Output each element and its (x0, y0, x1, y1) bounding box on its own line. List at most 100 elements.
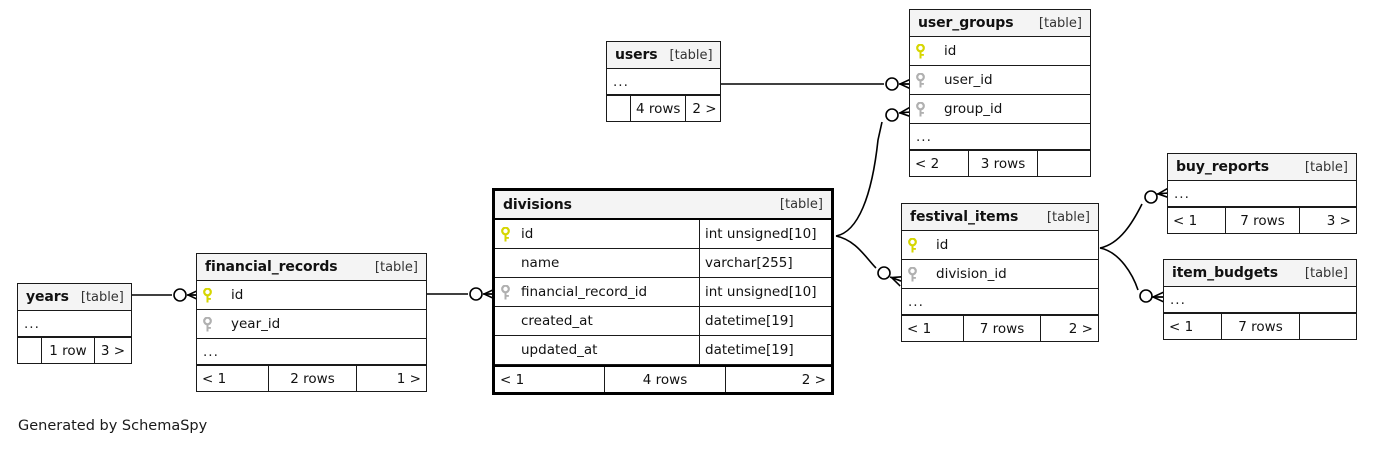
column-type: int unsigned[10] (699, 220, 831, 248)
footer-prev-count[interactable] (607, 96, 631, 121)
column-row-group-id[interactable]: group_id (910, 95, 1090, 124)
column-type: datetime[19] (699, 307, 831, 335)
column-name: user_id (944, 72, 993, 88)
table-years[interactable]: years [table] ... 1 row 3 > (17, 283, 132, 364)
column-name: group_id (944, 101, 1003, 117)
footer-row-count: 1 row (42, 338, 95, 363)
table-name: buy_reports (1176, 159, 1269, 175)
footer-row-count: 4 rows (631, 96, 687, 121)
column-name: id (936, 237, 949, 253)
column-row-id[interactable]: id (910, 37, 1090, 66)
footer-next-count[interactable] (1300, 314, 1356, 339)
table-users[interactable]: users [table] ... 4 rows 2 > (606, 41, 721, 122)
table-footer-festival-items: < 1 7 rows 2 > (902, 315, 1098, 341)
hidden-columns-ellipsis: ... (607, 69, 720, 95)
generated-by-credit: Generated by SchemaSpy (18, 418, 208, 434)
table-tag: [table] (1304, 265, 1348, 281)
footer-prev-count[interactable]: < 2 (910, 151, 969, 176)
footer-next-count[interactable]: 2 > (801, 371, 826, 388)
table-user-groups[interactable]: user_groups [table] id user_id (909, 9, 1091, 177)
no-key-spacer (495, 336, 515, 364)
table-tag: [table] (779, 197, 823, 212)
no-key-spacer (495, 249, 515, 277)
table-header-financial-records: financial_records [table] (197, 254, 426, 281)
column-row-id[interactable]: id (197, 281, 426, 310)
table-divisions[interactable]: divisions [table] id int unsigned[10] na… (492, 188, 834, 395)
table-financial-records[interactable]: financial_records [table] id yea (196, 253, 427, 392)
edge-divisions-user-groups (835, 121, 883, 237)
table-festival-items[interactable]: festival_items [table] id divisi (901, 203, 1099, 342)
footer-prev-count[interactable]: < 1 (495, 367, 605, 392)
footer-next-count[interactable]: 1 > (396, 370, 421, 387)
column-name: id (944, 43, 957, 59)
footer-prev-count[interactable]: < 1 (902, 316, 964, 341)
footer-prev-count[interactable] (18, 338, 42, 363)
footer-next-count[interactable] (1038, 151, 1090, 176)
column-row-id[interactable]: id (902, 231, 1098, 260)
foreign-key-icon (910, 95, 930, 123)
column-row-id[interactable]: id int unsigned[10] (495, 220, 831, 249)
table-name: years (26, 289, 69, 305)
table-tag: [table] (1038, 15, 1082, 31)
footer-prev-count[interactable]: < 1 (1168, 208, 1226, 233)
table-footer-years: 1 row 3 > (18, 337, 131, 363)
table-name: divisions (503, 196, 572, 213)
table-tag: [table] (1304, 159, 1348, 175)
table-tag: [table] (669, 47, 713, 63)
table-header-divisions: divisions [table] (495, 191, 831, 220)
footer-row-count: 7 rows (964, 316, 1041, 341)
column-type: varchar[255] (699, 249, 831, 277)
hidden-columns-ellipsis: ... (902, 289, 1098, 315)
column-name: division_id (936, 266, 1007, 282)
footer-next-count[interactable]: 3 > (1326, 212, 1351, 229)
primary-key-icon (495, 220, 515, 248)
table-header-festival-items: festival_items [table] (902, 204, 1098, 231)
table-buy-reports[interactable]: buy_reports [table] ... < 1 7 rows 3 > (1167, 153, 1357, 234)
column-name: name (521, 255, 560, 271)
column-name: id (231, 287, 244, 303)
table-name: user_groups (918, 15, 1014, 31)
column-row-financial-record-id[interactable]: financial_record_id int unsigned[10] (495, 278, 831, 307)
column-row-created-at[interactable]: created_at datetime[19] (495, 307, 831, 336)
table-name: festival_items (910, 209, 1019, 225)
column-name: id (521, 226, 534, 242)
table-footer-financial-records: < 1 2 rows 1 > (197, 365, 426, 391)
footer-prev-count[interactable]: < 1 (1164, 314, 1222, 339)
foreign-key-icon (197, 310, 217, 338)
column-row-year-id[interactable]: year_id (197, 310, 426, 339)
footer-next-count[interactable]: 2 > (1068, 320, 1093, 337)
foreign-key-icon (902, 260, 922, 288)
table-header-users: users [table] (607, 42, 720, 69)
footer-prev-count[interactable]: < 1 (197, 366, 269, 391)
footer-next-count[interactable]: 3 > (100, 342, 126, 359)
table-name: item_budgets (1172, 265, 1278, 281)
table-name: users (615, 47, 658, 63)
foreign-key-icon (910, 66, 930, 94)
column-row-user-id[interactable]: user_id (910, 66, 1090, 95)
hidden-columns-ellipsis: ... (910, 124, 1090, 150)
column-name: financial_record_id (521, 284, 648, 300)
table-header-item-budgets: item_budgets [table] (1164, 260, 1356, 287)
footer-next-count[interactable]: 2 > (692, 100, 717, 117)
table-header-user-groups: user_groups [table] (910, 10, 1090, 37)
edge-festival-items-buy-reports (1099, 203, 1143, 249)
column-name: created_at (521, 313, 593, 329)
column-row-name[interactable]: name varchar[255] (495, 249, 831, 278)
edge-festival-items-item-budgets (1099, 247, 1139, 291)
column-type: int unsigned[10] (699, 278, 831, 306)
footer-row-count: 2 rows (269, 366, 357, 391)
column-name: year_id (231, 316, 281, 332)
column-row-division-id[interactable]: division_id (902, 260, 1098, 289)
footer-row-count: 3 rows (969, 151, 1038, 176)
table-tag: [table] (1046, 209, 1090, 225)
foreign-key-icon (495, 278, 515, 306)
primary-key-icon (910, 37, 930, 65)
footer-row-count: 7 rows (1226, 208, 1300, 233)
primary-key-icon (902, 231, 922, 259)
column-row-updated-at[interactable]: updated_at datetime[19] (495, 336, 831, 365)
table-footer-item-budgets: < 1 7 rows (1164, 313, 1356, 339)
table-item-budgets[interactable]: item_budgets [table] ... < 1 7 rows (1163, 259, 1357, 340)
table-footer-divisions: < 1 4 rows 2 > (495, 365, 831, 392)
edge-divisions-festival-items (835, 235, 877, 269)
